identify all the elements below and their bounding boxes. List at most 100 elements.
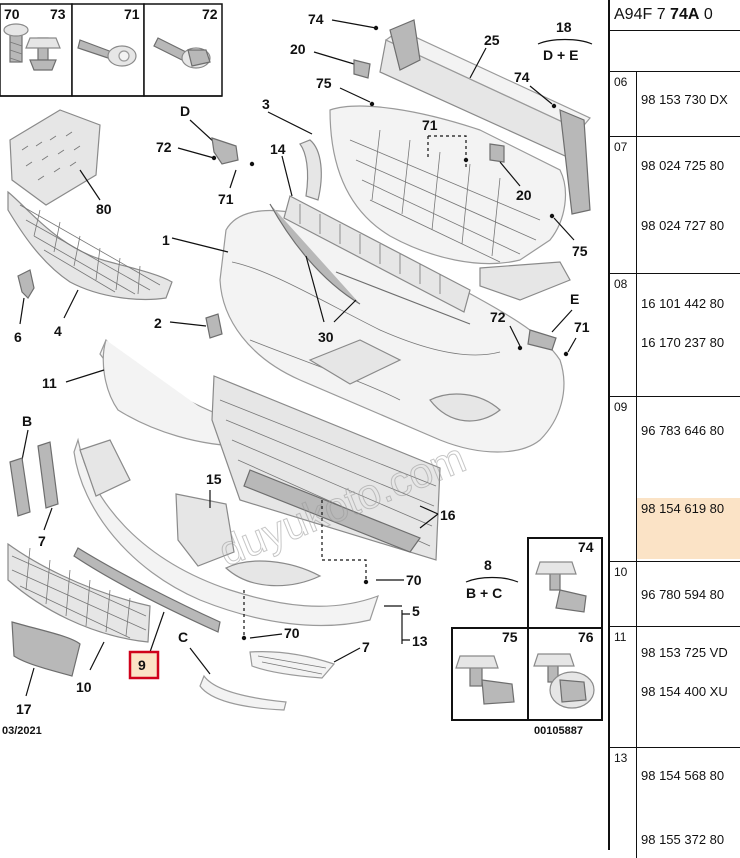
row-number: 11 [614, 630, 627, 644]
callout-8[interactable]: 8 [484, 557, 492, 573]
callout-73[interactable]: 73 [50, 6, 66, 22]
table-row-10[interactable]: 10 96 780 594 80 [610, 562, 740, 627]
part-4-upper-grille[interactable] [7, 190, 173, 301]
part-20-clip-top[interactable] [353, 59, 371, 79]
callout-70-lower-right[interactable]: 70 [406, 572, 422, 588]
part-1-bumper-skin[interactable] [219, 209, 565, 453]
callout-9[interactable]: 9 [138, 657, 146, 673]
part-number[interactable]: 98 154 400 XU [641, 684, 728, 699]
callout-75-right[interactable]: 75 [572, 243, 588, 259]
callout-7-right[interactable]: 7 [362, 639, 370, 655]
part-number-highlighted[interactable]: 98 154 619 80 [641, 501, 725, 516]
callout-74-right[interactable]: 74 [514, 69, 530, 85]
callout-70-lower[interactable]: 70 [284, 625, 300, 641]
callout-75-top[interactable]: 75 [316, 75, 332, 91]
part-C-trim[interactable] [199, 674, 287, 711]
callout-14[interactable]: 14 [270, 141, 286, 157]
callout-4[interactable]: 4 [54, 323, 62, 339]
part-80-block[interactable] [9, 109, 101, 206]
fastener-box-75[interactable] [451, 627, 529, 721]
part-number[interactable]: 98 153 725 VD [641, 645, 728, 660]
lower-bumper[interactable] [73, 437, 379, 627]
callout-70[interactable]: 70 [4, 6, 20, 22]
part-6-clip[interactable] [17, 269, 35, 299]
row-number: 07 [614, 140, 628, 154]
callout-3[interactable]: 3 [262, 96, 270, 112]
part-number[interactable]: 98 154 568 80 [641, 768, 725, 783]
callout-17[interactable]: 17 [16, 701, 32, 717]
callout-D[interactable]: D [180, 103, 190, 119]
fastener-box-76[interactable] [527, 627, 603, 721]
part-D-bracket[interactable] [211, 137, 239, 165]
part-10-lower-grille[interactable] [7, 542, 151, 643]
part-number[interactable]: 98 153 730 DX [641, 92, 728, 107]
callout-9-highlight[interactable] [128, 650, 160, 680]
part-17-cover[interactable] [11, 621, 81, 677]
callout-20-right[interactable]: 20 [516, 187, 532, 203]
header-bold: 74A [670, 6, 700, 23]
callout-2[interactable]: 2 [154, 315, 162, 331]
lower-strip[interactable] [73, 547, 221, 633]
exploded-bumper-diagram: 70 73 71 72 80 4 6 D 72 71 1 [0, 3, 603, 737]
part-number[interactable]: 16 101 442 80 [641, 296, 725, 311]
upper-grille-panel[interactable] [329, 105, 571, 301]
part-number[interactable]: 98 024 725 80 [641, 158, 725, 173]
callout-B[interactable]: B [22, 413, 32, 429]
callout-72-upper[interactable]: 72 [156, 139, 172, 155]
callout-16[interactable]: 16 [440, 507, 456, 523]
table-row-06[interactable]: 06 98 153 730 DX [610, 72, 740, 137]
callout-18-sub[interactable]: D + E [543, 47, 578, 63]
callout-20-top[interactable]: 20 [290, 41, 306, 57]
callout-71-upper[interactable]: 71 [218, 191, 234, 207]
table-row-11[interactable]: 11 98 153 725 VD 98 154 400 XU [610, 627, 740, 748]
callout-72[interactable]: 72 [202, 6, 218, 22]
callout-8-sub[interactable]: B + C [466, 585, 502, 601]
callout-C[interactable]: C [178, 629, 188, 645]
highlight-row [637, 498, 740, 559]
part-20-clip-right[interactable] [489, 143, 505, 163]
part-number[interactable]: 98 024 727 80 [641, 218, 725, 233]
callout-75-box[interactable]: 75 [502, 629, 518, 645]
callout-74-top[interactable]: 74 [308, 11, 324, 27]
table-row-08[interactable]: 08 16 101 442 80 16 170 237 80 [610, 274, 740, 397]
callout-10[interactable]: 10 [76, 679, 92, 695]
callout-11[interactable]: 11 [42, 375, 57, 391]
callout-25[interactable]: 25 [484, 32, 500, 48]
part-14-absorber[interactable] [283, 195, 471, 313]
table-row-13[interactable]: 13 98 154 568 80 98 155 372 80 [610, 748, 740, 858]
callout-7-left[interactable]: 7 [38, 533, 46, 549]
callout-5[interactable]: 5 [412, 603, 420, 619]
callout-13[interactable]: 13 [412, 633, 428, 649]
callout-15[interactable]: 15 [206, 471, 222, 487]
row-number: 10 [614, 565, 628, 579]
part-number[interactable]: 16 170 237 80 [641, 335, 725, 350]
callout-1[interactable]: 1 [162, 232, 170, 248]
part-16-undertray[interactable] [211, 375, 441, 561]
callout-74-box[interactable]: 74 [578, 539, 594, 555]
part-7-grille-insert[interactable] [249, 651, 336, 679]
part-15-bracket[interactable] [175, 493, 235, 567]
callout-72-right[interactable]: 72 [490, 309, 506, 325]
callout-18[interactable]: 18 [556, 19, 572, 35]
screw-70-icon [3, 23, 29, 63]
callout-6[interactable]: 6 [14, 329, 22, 345]
callout-71-center[interactable]: 71 [422, 117, 438, 133]
part-B-inserts[interactable] [9, 441, 59, 517]
callout-E[interactable]: E [570, 291, 579, 307]
table-row-09[interactable]: 09 96 783 646 80 98 154 619 80 [610, 397, 740, 562]
part-number[interactable]: 96 780 594 80 [641, 587, 725, 602]
part-2-insert[interactable] [205, 313, 223, 339]
callout-71[interactable]: 71 [124, 6, 140, 22]
callout-80[interactable]: 80 [96, 201, 112, 217]
callout-71-right[interactable]: 71 [574, 319, 590, 335]
callout-76-box[interactable]: 76 [578, 629, 594, 645]
callout-30[interactable]: 30 [318, 329, 334, 345]
table-row-07[interactable]: 07 98 024 725 80 98 024 727 80 [610, 137, 740, 274]
part-E-bracket[interactable] [527, 329, 557, 351]
part-3-side-bracket[interactable] [299, 139, 322, 201]
part-number[interactable]: 98 155 372 80 [641, 832, 725, 847]
part-25-crossbeam[interactable] [379, 19, 591, 215]
part-number[interactable]: 96 783 646 80 [641, 423, 725, 438]
part-30-trim-strips[interactable] [269, 203, 471, 325]
header-suffix: 0 [703, 6, 713, 23]
